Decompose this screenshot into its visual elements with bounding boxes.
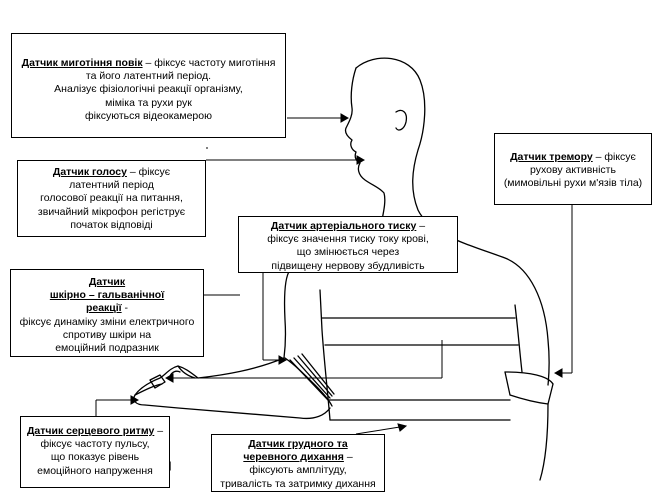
pressure-sensor-text-2: фіксує значення тиску току крові, [267,233,429,246]
pressure-sensor-text-4: підвищену нервову збудливість [271,259,425,272]
voice-sensor-text-5: початок відповіді [70,218,153,231]
skin-sensor-text-2: спротиву шкіри на [62,328,152,341]
breath-sensor-title-2: черевного дихання [243,451,344,464]
skin-sensor-title-3: реакції [85,302,122,315]
skin-sensor-title-2: шкірно – гальванічної [49,289,165,302]
heart-sensor-text-1: – [154,425,164,437]
voice-sensor-text-2: латентний період [69,179,154,192]
tremor-sensor-text-2: рухову активність [530,164,616,177]
blink-sensor-text-1: – фіксує частоту миготіння [142,57,276,69]
tremor-sensor-text-1: – фіксує [592,151,636,163]
pressure-sensor-box: Датчик артеріального тиску – фіксує знач… [238,216,458,273]
pressure-sensor-title: Датчик артеріального тиску [270,220,417,232]
blink-sensor-text-2: та його латентний період. [85,70,212,83]
tremor-sensor-title: Датчик тремору [510,151,593,163]
voice-sensor-text-1: – фіксує [126,166,171,178]
blink-sensor-text-4: міміка та рухи рук [105,96,192,109]
skin-sensor-box: Датчик шкірно – гальванічної реакції - ф… [10,269,204,357]
skin-sensor-text-0: - [121,302,129,315]
heart-sensor-text-3: що показує рівень [50,451,140,464]
blink-sensor-title: Датчик миготіння повік [21,57,143,69]
tremor-sensor-box: Датчик тремору – фіксує рухову активніст… [494,133,652,205]
blink-sensor-box: Датчик миготіння повік – фіксує частоту … [11,33,286,138]
breath-sensor-box: Датчик грудного та черевного дихання – ф… [211,434,385,492]
voice-sensor-title: Датчик голосу [52,166,127,178]
skin-sensor-text-3: емоційний подразник [55,342,159,355]
voice-sensor-text-4: звичайний мікрофон регіструє [37,205,186,218]
voice-sensor-text-3: голосової реакції на питання, [40,192,183,205]
breath-sensor-text-3: тривалість та затримку дихання [220,477,376,490]
breath-sensor-title-1: Датчик грудного та [248,438,348,450]
blink-sensor-text-3: Аналізує фізіологічні реакції організму, [54,83,243,96]
pressure-sensor-text-1: – [416,220,426,232]
skin-sensor-title-1: Датчик [88,276,126,288]
heart-sensor-text-4: емоційного напруження [37,464,153,477]
voice-sensor-box: Датчик голосу – фіксує латентний період … [17,160,206,237]
pressure-sensor-text-3: що змінюється через [296,246,400,259]
breath-sensor-text-1: – [343,451,353,464]
heart-sensor-title: Датчик серцевого ритму [26,425,155,437]
tremor-sensor-text-3: (мимовільні рухи м'язів тіла) [503,177,643,190]
blink-sensor-text-5: фіксуються відеокамерою [85,109,212,122]
skin-sensor-text-1: фіксує динаміку зміни електричного [19,315,195,328]
heart-sensor-box: Датчик серцевого ритму – фіксує частоту … [20,416,170,488]
breath-sensor-text-2: фіксують амплітуду, [249,464,347,477]
heart-sensor-text-2: фіксує частоту пульсу, [40,438,150,451]
